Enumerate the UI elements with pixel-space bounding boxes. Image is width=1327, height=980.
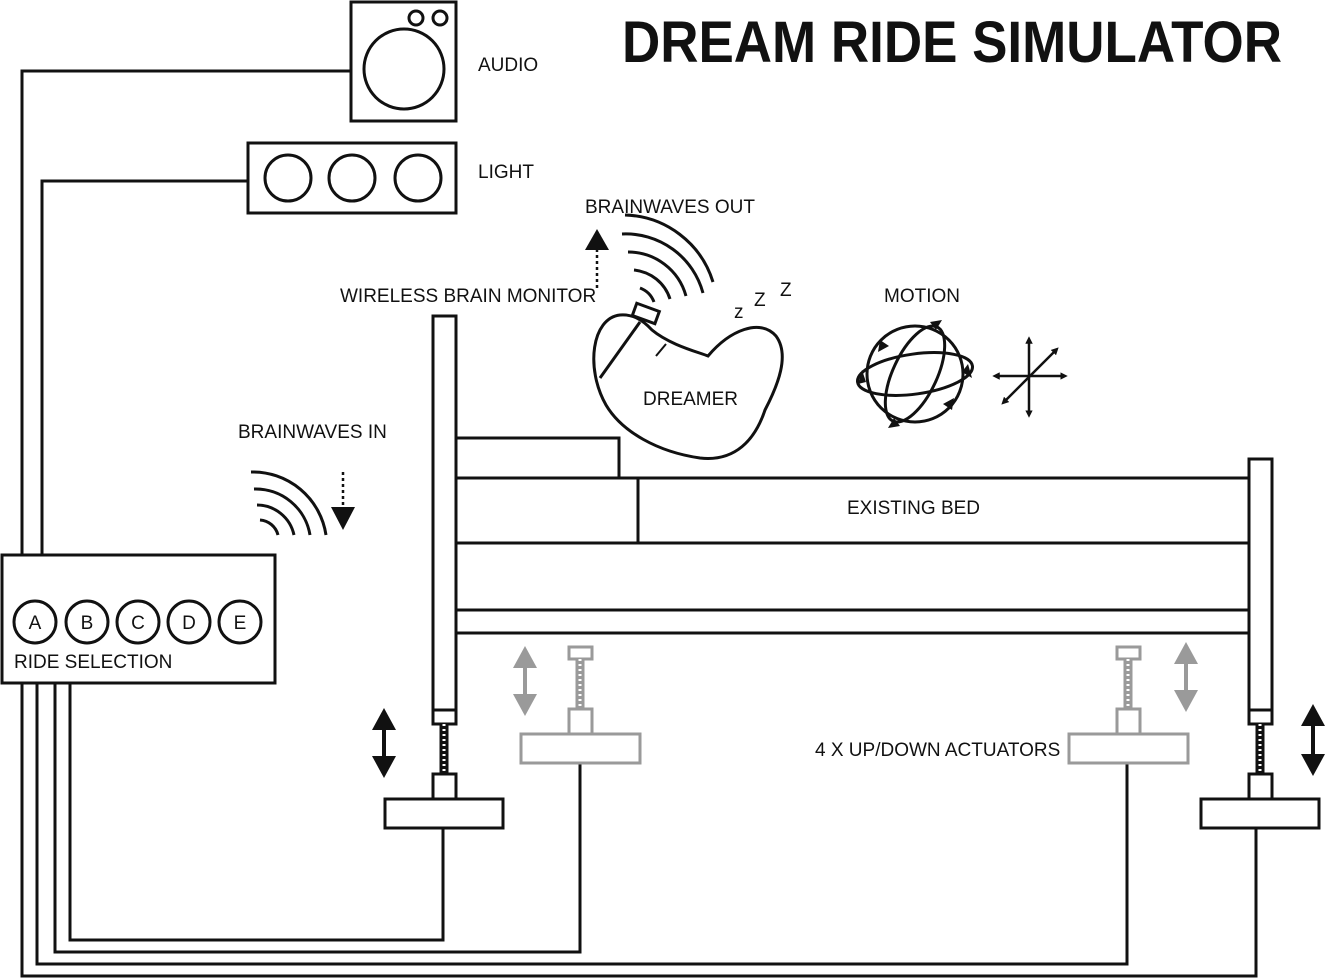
up-down-arrow-icon [372, 708, 396, 778]
page-title: DREAM RIDE SIMULATOR [622, 10, 1282, 75]
up-down-arrow-icon [1174, 642, 1198, 712]
ride-button-e[interactable]: E [217, 599, 263, 645]
ride-button-a[interactable]: A [12, 599, 58, 645]
ride-button-label: E [234, 613, 247, 634]
dreamer-figure [592, 301, 784, 460]
ride-button-label: D [182, 613, 196, 634]
actuator-front-right [1199, 708, 1321, 830]
actuators-label: 4 X UP/DOWN ACTUATORS [815, 740, 1060, 761]
sleep-z-large: Z [780, 280, 792, 301]
light-label: LIGHT [478, 162, 534, 183]
motion-label: MOTION [884, 286, 960, 307]
ride-button-label: A [29, 613, 42, 634]
ride-button-c[interactable]: C [115, 599, 161, 645]
brainwaves-out-signal-icon [621, 213, 715, 303]
dreamer-label: DREAMER [643, 389, 738, 410]
actuator-rear-left [519, 645, 642, 765]
ride-button-d[interactable]: D [166, 599, 212, 645]
up-down-arrow-icon [1301, 704, 1325, 776]
actuator-front-left [383, 708, 505, 830]
ride-button-b[interactable]: B [64, 599, 110, 645]
wiring [20, 69, 1258, 978]
actuator-rear-right [1067, 645, 1190, 765]
brainwaves-in-signal-icon [250, 470, 328, 536]
brainwaves-in-label: BRAINWAVES IN [238, 422, 387, 443]
motion-gyroscope-icon [855, 320, 975, 428]
brainwaves-out-arrow-icon [585, 229, 609, 288]
sleep-z-small: z [734, 302, 744, 323]
brainwaves-out-label: BRAINWAVES OUT [585, 197, 755, 218]
light-panel [246, 141, 458, 215]
existing-bed-label: EXISTING BED [847, 498, 980, 519]
up-down-arrow-icon [513, 646, 537, 716]
ride-button-label: B [81, 613, 94, 634]
audio-label: AUDIO [478, 55, 538, 76]
wireless-brain-monitor-label: WIRELESS BRAIN MONITOR [340, 286, 596, 307]
sleep-z-medium: Z [754, 290, 766, 311]
ride-button-label: C [131, 613, 145, 634]
existing-bed [431, 314, 1274, 726]
ride-selection-label: RIDE SELECTION [14, 652, 172, 673]
ride-selection-panel [0, 553, 277, 685]
brainwaves-in-arrow-icon [331, 472, 355, 530]
motion-axes-icon [992, 336, 1068, 418]
audio-speaker [349, 0, 458, 123]
